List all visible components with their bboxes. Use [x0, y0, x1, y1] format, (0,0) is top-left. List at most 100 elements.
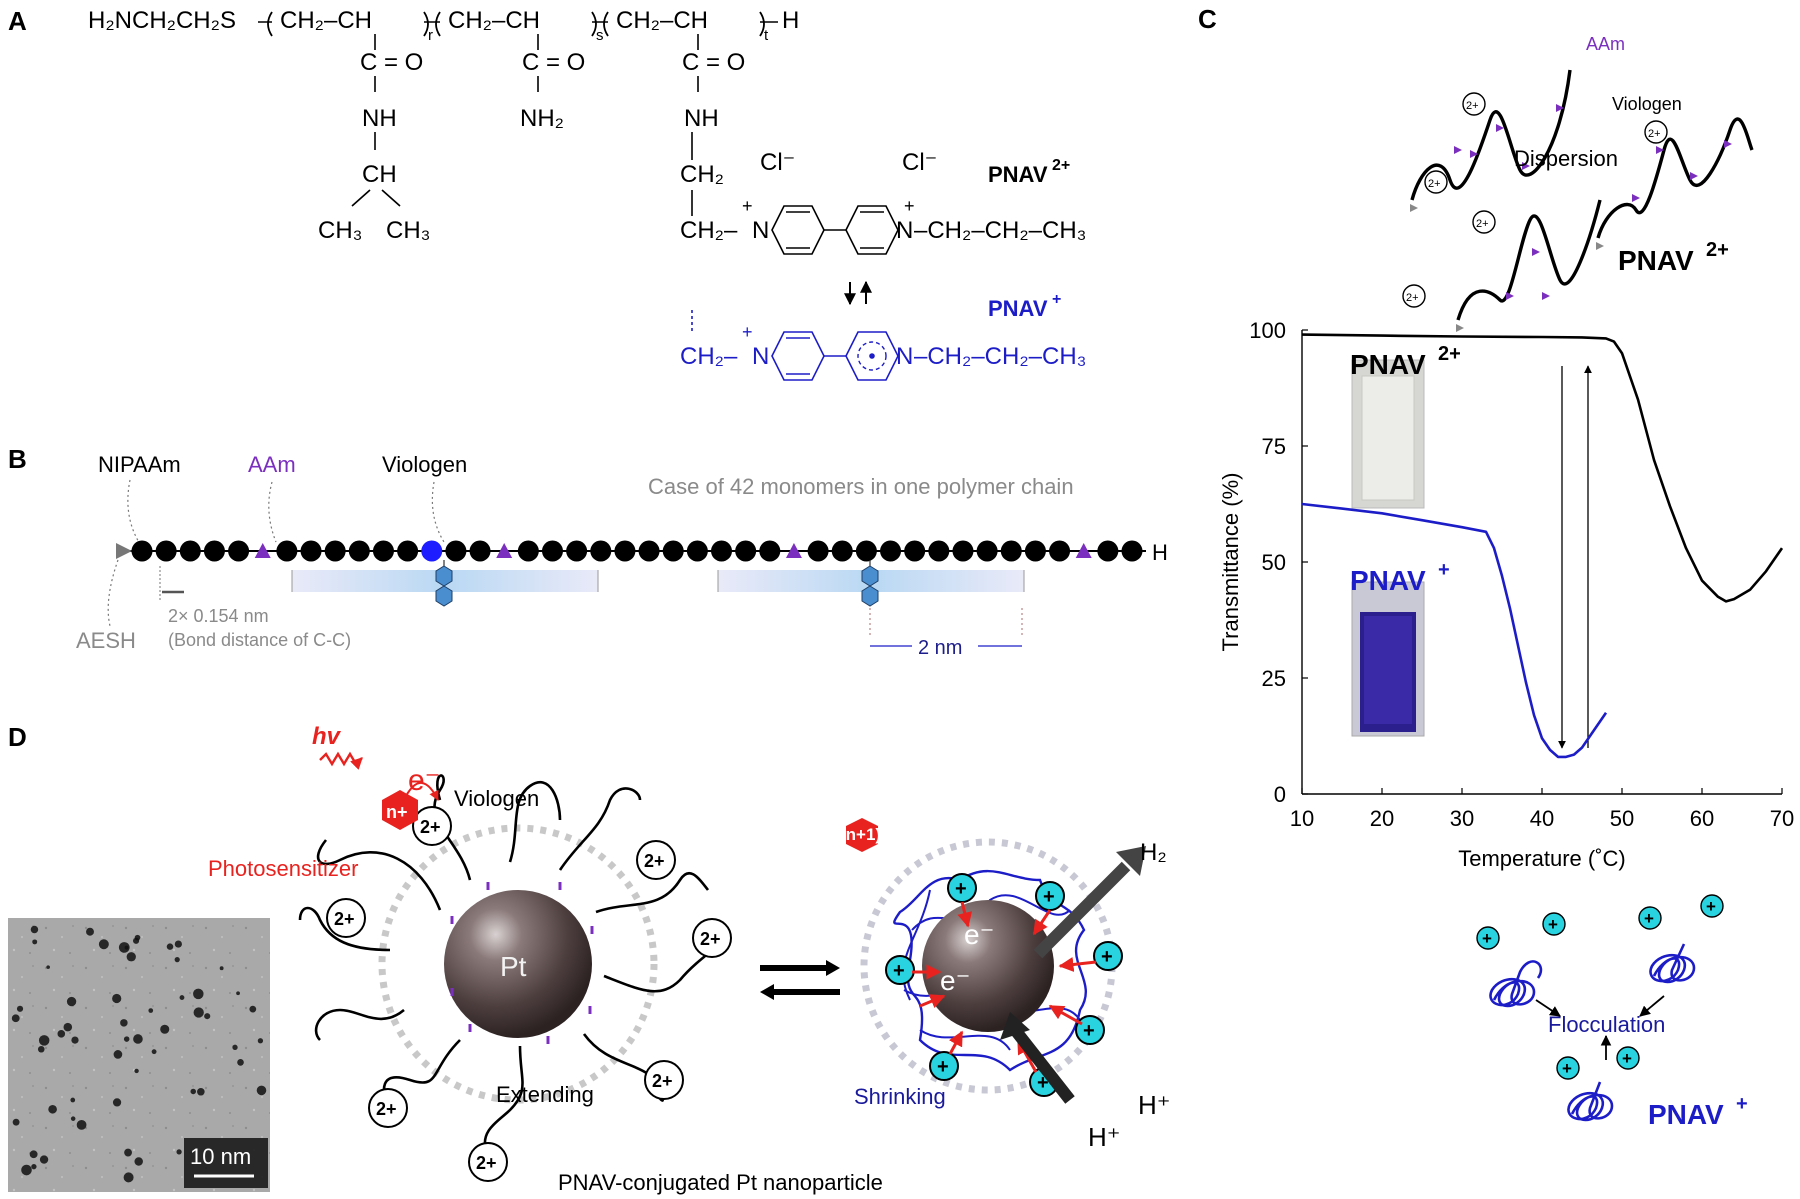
aam-marker: [1454, 146, 1462, 154]
viologen-2plus-marker: [1402, 284, 1426, 308]
chain-top-1: [1410, 69, 1572, 201]
electron-transfer-arrow: [1058, 957, 1097, 972]
nanoparticle-dot: [174, 957, 180, 963]
radical-plus-marker: [1542, 912, 1566, 936]
nipaam-monomer: [541, 540, 563, 562]
nipaam-monomer: [372, 540, 394, 562]
pnav2-label-a: PNAV: [988, 162, 1048, 187]
pnav1-bottom-sup: +: [1736, 1093, 1748, 1115]
viologen-2plus-marker: [368, 1088, 408, 1128]
y-tick-label: 0: [1274, 782, 1286, 807]
nipaam-monomer: [155, 540, 177, 562]
pnav2-sup-c: 2+: [1706, 239, 1729, 261]
bond-distance-line2: (Bond distance of C-C): [168, 630, 351, 650]
propyl-blue: –CH₂–CH₂–CH₃: [914, 343, 1086, 370]
nanoparticle-dot: [70, 1097, 76, 1103]
anchor-mark: [590, 926, 594, 934]
nanoparticle-dot: [39, 1155, 49, 1164]
nanoparticle-dot: [76, 1119, 87, 1130]
pnav1-sup-a: +: [1052, 291, 1061, 308]
electron-transfer-arrow: [1048, 1004, 1083, 1026]
h2-label: H₂: [1140, 839, 1167, 866]
charge-label: 2+: [476, 1153, 497, 1173]
nanoparticle-dot: [134, 1068, 139, 1074]
nanoparticle-dot: [113, 1050, 123, 1059]
aam-marker: [1724, 140, 1732, 148]
aam-marker: [1532, 248, 1540, 256]
nanoparticle-dot: [126, 952, 136, 962]
co-nipaam: C = O: [360, 49, 423, 76]
floc-coil-1: [1489, 960, 1543, 1008]
floc-charges: ++++++: [1476, 894, 1724, 1080]
pt-particle-left: [444, 890, 592, 1038]
nipaam-monomer: [566, 540, 588, 562]
nipaam-monomer: [469, 540, 491, 562]
e-minus-2: e⁻: [940, 965, 970, 996]
pyridine-ring-right: [845, 205, 899, 255]
nanoparticle-dot: [160, 1024, 170, 1034]
floc-coil-2: [1649, 943, 1696, 984]
pyridine-ring-left: [771, 205, 825, 255]
ch3-right: CH₃: [386, 217, 430, 244]
caption-label: PNAV-conjugated Pt nanoparticle: [558, 1170, 883, 1195]
plus-right: +: [904, 196, 915, 216]
nipaam-monomer: [179, 540, 201, 562]
nanoparticle-dot: [57, 1030, 66, 1038]
viologen-2plus-marker: [1644, 120, 1668, 144]
nanoparticle-dot: [32, 939, 38, 945]
viologen-2plus-marker: [412, 806, 452, 846]
nanoparticle-dot: [63, 1022, 73, 1032]
electron-transfer-arrow: [1032, 909, 1052, 936]
radical-ring: [857, 341, 887, 371]
nipaam-monomer: [1097, 540, 1119, 562]
radical-plus-marker: [1476, 926, 1500, 950]
nipaam-monomer: [976, 540, 998, 562]
nanoparticle-dot: [31, 1164, 37, 1170]
nanoparticle-dot: [71, 1036, 79, 1044]
radical-plus-marker: [885, 955, 915, 985]
e-minus-label: e⁻: [408, 764, 441, 797]
nanoparticle-dot: [16, 1005, 24, 1012]
charge-label: 2+: [334, 909, 355, 929]
x-tick-label: 20: [1370, 806, 1394, 831]
radical-plus-marker: [929, 1051, 959, 1081]
cl-minus-1: Cl⁻: [760, 149, 795, 176]
anchor-mark: [450, 916, 454, 924]
nipaam-monomer: [759, 540, 781, 562]
unit-t: CH₂–CH: [616, 7, 708, 34]
series-line-pnav1: [1301, 502, 1608, 759]
electron-transfer-arrow: [948, 1030, 964, 1055]
nanoparticle-dot: [197, 1087, 205, 1096]
x-tick-label: 60: [1690, 806, 1714, 831]
electron-transfer-arrow: [957, 901, 973, 928]
charge-label: +: [1562, 1059, 1572, 1078]
bracket-r-close: [423, 11, 429, 37]
pyridine-blue-left: [771, 331, 825, 381]
shrinking-label: Shrinking: [854, 1084, 946, 1109]
charge-label: +: [955, 878, 967, 900]
nanoparticle-dot: [190, 1088, 197, 1095]
nanoparticle-dot: [237, 1059, 244, 1066]
nanoparticle-dot: [46, 965, 50, 969]
x-tick-label: 70: [1770, 806, 1794, 831]
nanoparticle-dot: [179, 995, 185, 1000]
plus-left: +: [742, 196, 753, 216]
n-left: N: [752, 217, 769, 244]
photosensitizer: hv n+ e⁻ Viologen Photosensitizer: [208, 723, 539, 881]
proton-arrow: [1007, 1022, 1075, 1104]
radical-plus-marker: [1638, 906, 1662, 930]
nipaam-monomer: [662, 540, 684, 562]
end-h-b: H: [1152, 540, 1168, 565]
charge-label: +: [893, 960, 905, 982]
nanoparticle-dot: [21, 1164, 32, 1176]
nipaam-monomer: [590, 540, 612, 562]
pt-extending: Pt 2+2+2+2+2+2+2+ Extending PNAV-conjuga…: [298, 774, 883, 1195]
nipaam-monomer: [131, 540, 153, 562]
nanoparticle-dot: [66, 996, 77, 1007]
aam-label-c: AAm: [1586, 34, 1625, 54]
h2-release-arrow: [1033, 861, 1131, 959]
nipaam-monomer: [517, 540, 539, 562]
viologen-2plus-marker: [326, 898, 366, 938]
unit-s: CH₂–CH: [448, 7, 540, 34]
charge-label: 2+: [1476, 218, 1489, 230]
